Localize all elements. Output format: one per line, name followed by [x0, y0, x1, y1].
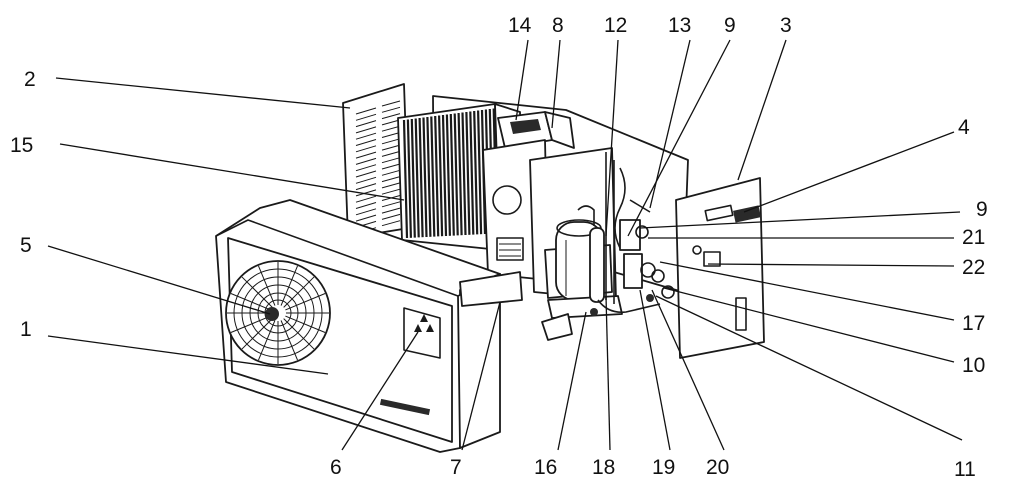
fan-guard [225, 260, 331, 366]
leader-5 [47, 245, 271, 315]
leader-14 [515, 39, 529, 121]
leader-17 [659, 261, 955, 321]
callout-5: 5 [20, 234, 32, 257]
leader-4 [743, 131, 955, 213]
unit-illustration [215, 83, 765, 453]
callout-10: 10 [962, 354, 985, 377]
callout-13: 13 [668, 14, 691, 37]
callout-4: 4 [958, 116, 970, 139]
callout-12: 12 [604, 14, 627, 37]
leader-19 [639, 289, 671, 451]
leader-2 [55, 77, 351, 109]
callout-8: 8 [552, 14, 564, 37]
refrigerant-piping [589, 152, 675, 316]
leader-22 [707, 263, 955, 267]
leader-12 [605, 39, 619, 237]
leader-9a [627, 39, 731, 237]
leader-11 [655, 295, 963, 441]
leader-6 [341, 331, 419, 451]
callout-9-right: 9 [976, 198, 988, 221]
leader-15 [59, 143, 405, 201]
callout-1: 1 [20, 318, 32, 341]
leader-16 [557, 311, 587, 451]
callout-17: 17 [962, 312, 985, 335]
leader-lines [47, 39, 963, 451]
callout-21: 21 [962, 226, 985, 249]
callout-labels: 1 2 3 4 5 6 7 8 9 9 10 11 12 13 14 15 16… [10, 14, 988, 481]
cabinet-side-panel [459, 271, 523, 307]
logo-mark [414, 314, 434, 332]
callout-7: 7 [450, 456, 462, 479]
leader-18 [605, 295, 611, 451]
callout-11: 11 [954, 458, 976, 481]
callout-14: 14 [508, 14, 532, 37]
callout-22: 22 [962, 256, 985, 279]
leader-8 [551, 39, 561, 129]
callout-3: 3 [780, 14, 792, 37]
callout-9-top: 9 [724, 14, 736, 37]
callout-16: 16 [534, 456, 557, 479]
leader-9b [639, 211, 961, 229]
callout-20: 20 [706, 456, 729, 479]
leader-20 [651, 289, 725, 451]
callout-15: 15 [10, 134, 33, 157]
leader-1 [47, 335, 329, 375]
callout-19: 19 [652, 456, 675, 479]
callout-2: 2 [24, 68, 36, 91]
callout-6: 6 [330, 456, 342, 479]
callout-18: 18 [592, 456, 615, 479]
leader-7 [461, 301, 501, 451]
leader-10 [663, 287, 955, 363]
leader-3 [737, 39, 787, 181]
